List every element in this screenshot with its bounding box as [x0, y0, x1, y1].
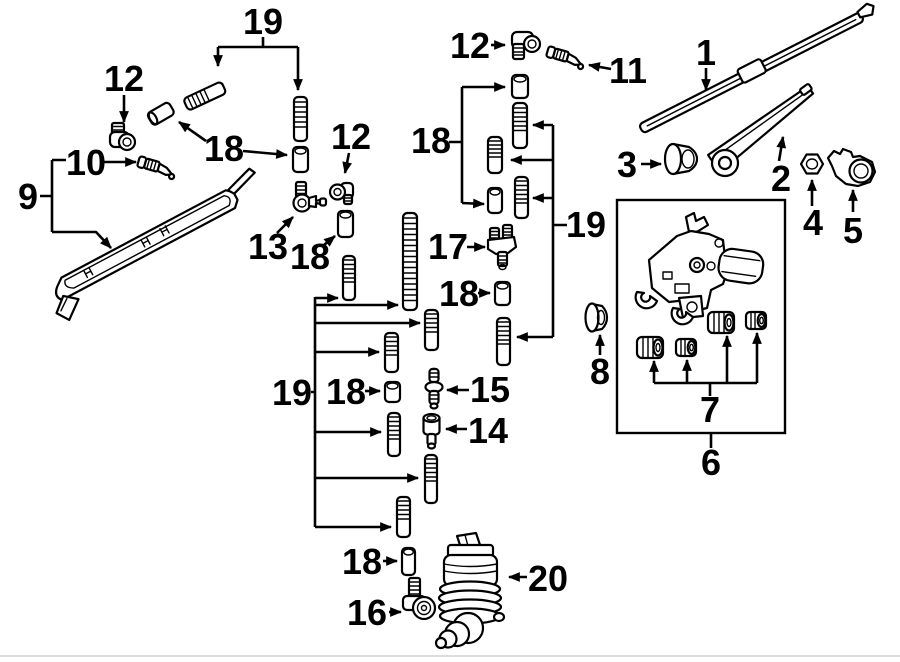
- washer-pump: [434, 531, 506, 650]
- callout-6[interactable]: 6: [701, 442, 721, 483]
- callout-9[interactable]: 9: [18, 176, 38, 217]
- callout-19-top[interactable]: 19: [243, 1, 283, 42]
- washer-nozzle: [545, 45, 585, 71]
- callout-18-bottom[interactable]: 18: [342, 541, 382, 582]
- washer-hose-segment: [495, 316, 512, 367]
- hose-coupler: [486, 186, 504, 215]
- rear-wiper-blade: [639, 2, 875, 134]
- washer-hose-segment: [513, 175, 530, 220]
- pump-elbow-connector: [401, 576, 437, 621]
- callout-18-pair[interactable]: 18: [411, 120, 451, 161]
- callout-14[interactable]: 14: [468, 410, 508, 451]
- callout-20[interactable]: 20: [528, 558, 568, 599]
- callout-18-left[interactable]: 18: [204, 128, 244, 169]
- callout-16[interactable]: 16: [347, 592, 387, 633]
- callout-15[interactable]: 15: [470, 369, 510, 410]
- hose-coupler: [383, 380, 402, 404]
- callout-3[interactable]: 3: [617, 144, 637, 185]
- hose-coupler: [510, 73, 530, 100]
- washer-hose-segment: [386, 411, 402, 458]
- callout-19-right[interactable]: 19: [566, 204, 606, 245]
- washer-hose-segment: [292, 95, 309, 143]
- callout-leader-lines: [40, 37, 858, 617]
- callout-2[interactable]: 2: [771, 158, 791, 199]
- hose-coupler: [291, 145, 310, 174]
- hose-coupler: [400, 546, 417, 577]
- joint-connector: [422, 412, 441, 450]
- callout-17[interactable]: 17: [428, 226, 468, 267]
- hose-coupler: [336, 209, 355, 239]
- hose-coupler: [493, 280, 512, 307]
- elbow-connector: [510, 30, 542, 61]
- washer-hose-segment: [401, 211, 419, 312]
- elbow-connector: [328, 181, 355, 206]
- callout-5[interactable]: 5: [843, 210, 863, 251]
- washer-hose-segment: [341, 254, 357, 302]
- callout-1[interactable]: 1: [696, 32, 716, 73]
- motor-bushing: [744, 310, 768, 331]
- elbow-connector: [108, 121, 137, 152]
- washer-hose-segment: [183, 81, 227, 111]
- motor-bushing: [674, 337, 698, 358]
- callout-12-top[interactable]: 12: [450, 25, 490, 66]
- callout-18-mid[interactable]: 18: [290, 236, 330, 277]
- branch-connector: [486, 223, 518, 271]
- pivot-cap: [663, 142, 699, 176]
- washer-hose-segment: [395, 495, 412, 539]
- callout-18-right[interactable]: 18: [439, 273, 479, 314]
- wiper-motor-assembly: [634, 211, 765, 326]
- check-valve: [424, 367, 444, 410]
- pivot-bezel: [826, 147, 877, 188]
- callout-19-left[interactable]: 19: [272, 372, 312, 413]
- callout-7[interactable]: 7: [700, 389, 720, 430]
- callout-4[interactable]: 4: [803, 202, 823, 243]
- tee-connector: [292, 180, 328, 213]
- motor-bushing: [635, 335, 665, 360]
- callout-12-mid[interactable]: 12: [331, 116, 371, 157]
- hose-coupler: [146, 101, 175, 126]
- callout-10[interactable]: 10: [66, 142, 106, 183]
- rear-wiper-arm: [707, 83, 815, 178]
- washer-hose-segment: [486, 135, 504, 175]
- callout-13[interactable]: 13: [248, 226, 288, 267]
- callout-8[interactable]: 8: [590, 351, 610, 392]
- washer-hose-segment: [511, 101, 529, 150]
- callout-12-left[interactable]: 12: [104, 58, 144, 99]
- washer-hose-segment: [423, 453, 439, 505]
- callout-11[interactable]: 11: [609, 50, 647, 91]
- motor-bushing: [706, 310, 736, 335]
- nozzle-trim-spoiler: [54, 167, 256, 322]
- washer-hose-segment: [423, 308, 440, 352]
- washer-nozzle: [136, 155, 176, 181]
- pivot-nut: [799, 153, 825, 175]
- callout-18-center[interactable]: 18: [326, 371, 366, 412]
- body-grommet: [584, 302, 609, 333]
- washer-hose-segment: [383, 331, 400, 374]
